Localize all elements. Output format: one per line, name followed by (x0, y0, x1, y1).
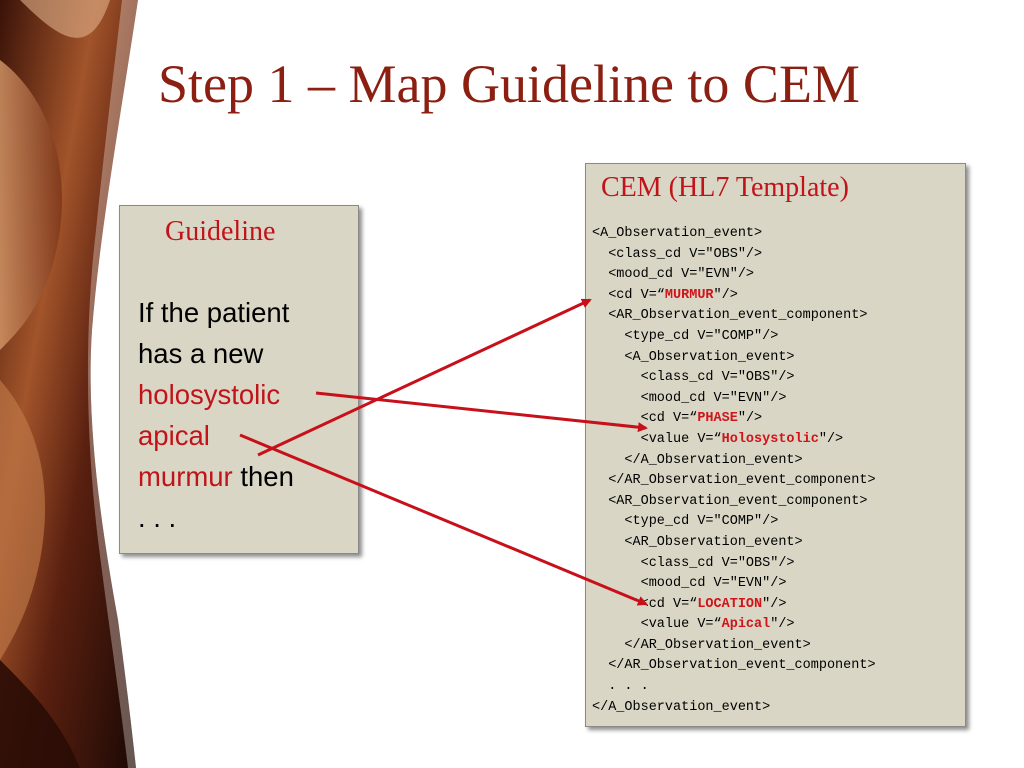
code-text: <AR_Observation_event> (592, 534, 803, 550)
cem-code-line: <AR_Observation_event_component> (592, 306, 876, 327)
code-text: </AR_Observation_event_component> (592, 473, 876, 489)
cem-code-line: <cd V=“PHASE"/> (592, 409, 876, 430)
code-text: <A_Observation_event> (592, 349, 795, 365)
term-holosystolic: holosystolic (138, 379, 281, 410)
cem-code-line: <cd V=“MURMUR"/> (592, 286, 876, 307)
code-text: <cd V=“ (592, 287, 665, 303)
cem-code-line: <value V=“Apical"/> (592, 615, 876, 636)
code-text: <class_cd V="OBS"/> (592, 555, 795, 571)
cem-code-line: <value V=“Holosystolic"/> (592, 430, 876, 451)
guideline-line: murmur then (138, 456, 353, 497)
code-text: <cd V=“ (592, 596, 698, 612)
cem-code-line: </A_Observation_event> (592, 698, 876, 719)
guideline-box: Guideline If the patient has a new holos… (119, 205, 359, 554)
cem-code-line: <mood_cd V="EVN"/> (592, 265, 876, 286)
cem-code-line: . . . (592, 677, 876, 698)
code-highlight: Apical (721, 617, 771, 633)
cem-code-line: </AR_Observation_event> (592, 636, 876, 657)
code-text: "/> (818, 431, 844, 447)
code-text: </AR_Observation_event_component> (592, 658, 876, 674)
cem-code-line: <mood_cd V="EVN"/> (592, 389, 876, 410)
slide-title: Step 1 – Map Guideline to CEM (158, 54, 860, 114)
code-text: . . . (592, 679, 649, 695)
code-text: </A_Observation_event> (592, 452, 803, 468)
code-text: <class_cd V="OBS"/> (592, 370, 795, 386)
guideline-ellipsis: . . . (138, 502, 177, 533)
code-text: "/> (737, 411, 763, 427)
guideline-heading: Guideline (165, 216, 276, 247)
cem-code-line: <type_cd V="COMP"/> (592, 512, 876, 533)
cem-code-line: </AR_Observation_event_component> (592, 471, 876, 492)
cem-code-block: <A_Observation_event> <class_cd V="OBS"/… (592, 224, 876, 718)
guideline-text: If the patient has a new holosystolic ap… (138, 292, 353, 538)
cem-code-line: <class_cd V="OBS"/> (592, 245, 876, 266)
cem-code-line: <cd V=“LOCATION"/> (592, 595, 876, 616)
term-apical: apical (138, 420, 210, 451)
code-text: <mood_cd V="EVN"/> (592, 390, 787, 406)
cem-code-line: </AR_Observation_event_component> (592, 656, 876, 677)
code-text: <cd V=“ (592, 411, 698, 427)
cem-code-line: <mood_cd V="EVN"/> (592, 574, 876, 595)
cem-code-line: <AR_Observation_event_component> (592, 492, 876, 513)
cem-code-line: <class_cd V="OBS"/> (592, 368, 876, 389)
code-text: <mood_cd V="EVN"/> (592, 576, 787, 592)
code-text: "/> (770, 617, 795, 633)
code-text: <class_cd V="OBS"/> (592, 246, 763, 262)
code-text: <AR_Observation_event_component> (592, 493, 868, 509)
code-highlight: Holosystolic (721, 431, 819, 447)
guideline-then: then (232, 461, 294, 492)
cem-code-line: <class_cd V="OBS"/> (592, 554, 876, 575)
guideline-line: has a new (138, 338, 264, 369)
canyon-photo-strip (0, 0, 138, 768)
code-text: </AR_Observation_event> (592, 637, 811, 653)
code-text: <mood_cd V="EVN"/> (592, 267, 755, 283)
cem-heading: CEM (HL7 Template) (601, 172, 849, 203)
cem-template-box: CEM (HL7 Template) <A_Observation_event>… (585, 163, 966, 727)
cem-code-line: <type_cd V="COMP"/> (592, 327, 876, 348)
code-text: <value V=“ (592, 431, 722, 447)
code-text: "/> (713, 287, 738, 303)
cem-code-line: </A_Observation_event> (592, 451, 876, 472)
code-text: <type_cd V="COMP"/> (592, 328, 779, 344)
code-highlight: LOCATION (697, 596, 763, 612)
cem-code-line: <A_Observation_event> (592, 224, 876, 245)
code-text: "/> (762, 596, 787, 612)
cem-code-line: <A_Observation_event> (592, 348, 876, 369)
code-text: <AR_Observation_event_component> (592, 308, 868, 324)
term-murmur: murmur (138, 461, 233, 492)
code-highlight: PHASE (697, 411, 738, 427)
cem-code-line: <AR_Observation_event> (592, 533, 876, 554)
code-text: </A_Observation_event> (592, 699, 771, 715)
code-highlight: MURMUR (664, 287, 714, 303)
guideline-line: If the patient (138, 297, 290, 328)
code-text: <value V=“ (592, 617, 722, 633)
code-text: <type_cd V="COMP"/> (592, 514, 779, 530)
code-text: <A_Observation_event> (592, 226, 763, 241)
